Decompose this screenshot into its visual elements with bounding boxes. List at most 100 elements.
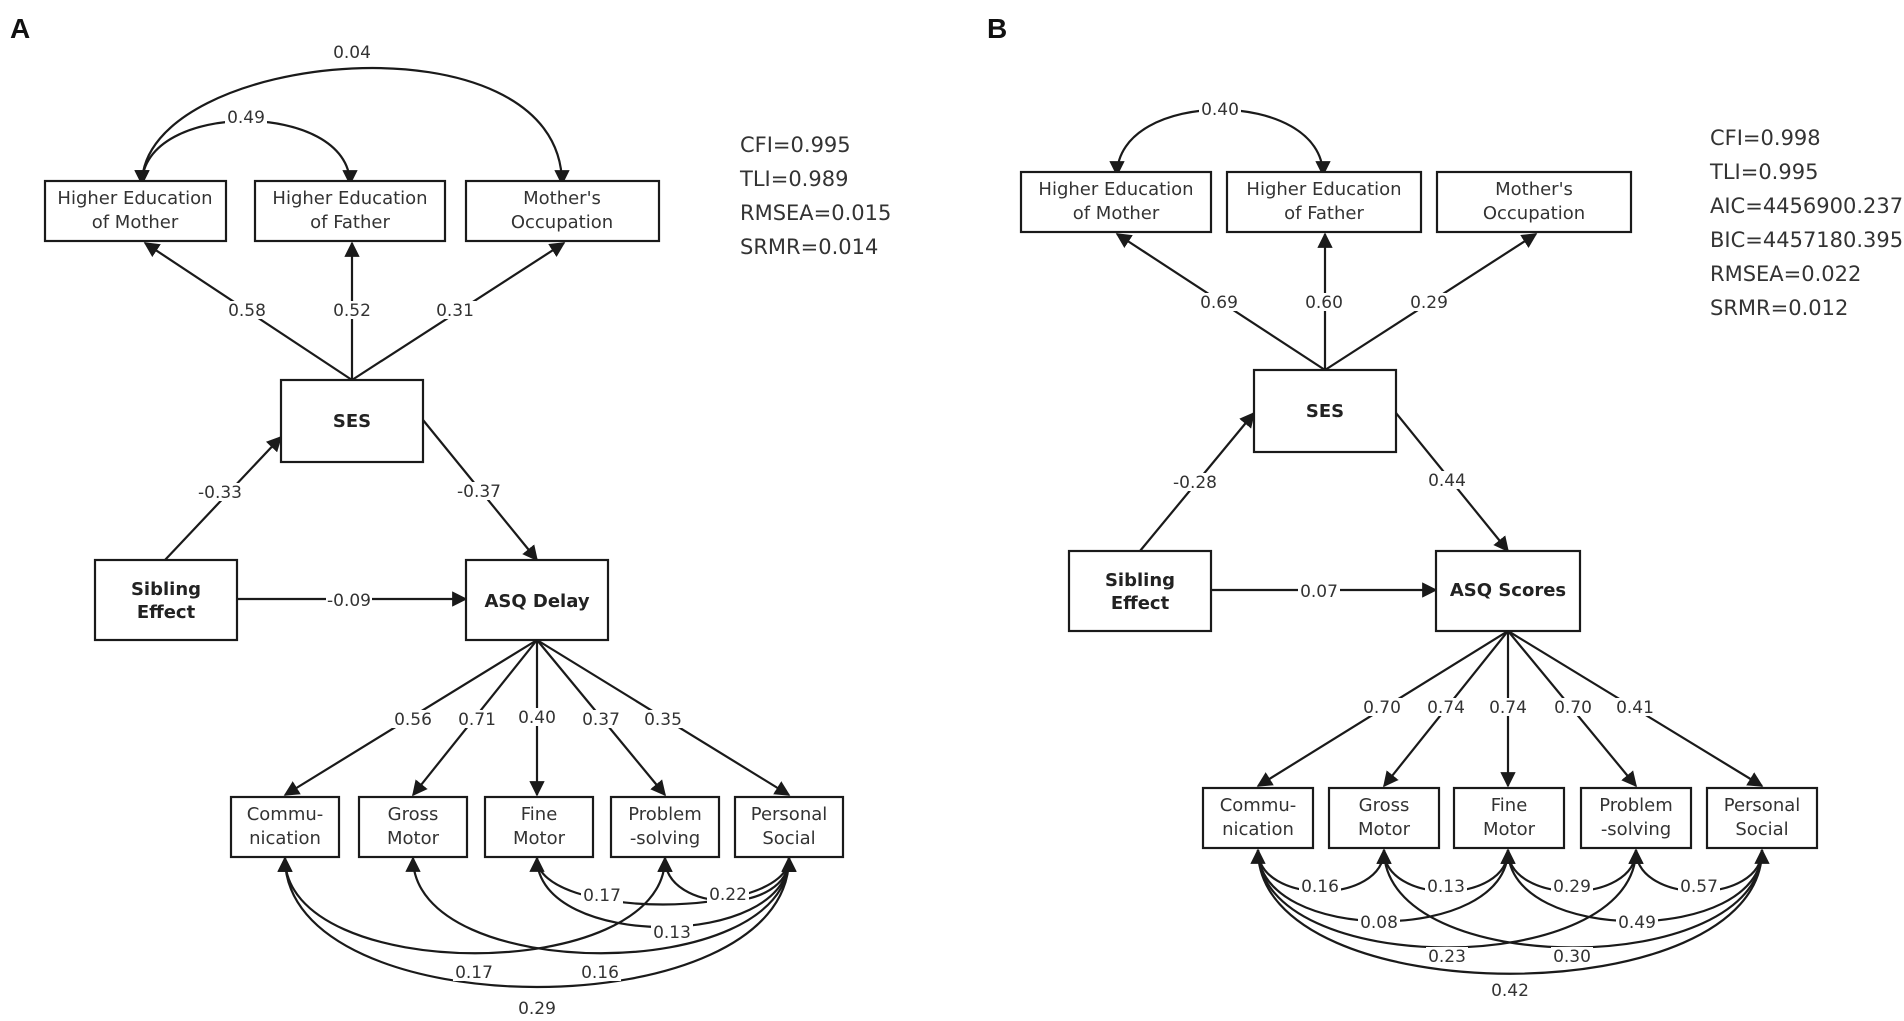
loading-father-edu-label: 0.52 (333, 301, 371, 321)
fit-index-bic: BIC=4457180.395 (1710, 228, 1903, 252)
loading-communication-label: 0.56 (394, 710, 432, 730)
label-bg (516, 999, 558, 1017)
label-bg (392, 710, 434, 728)
node-label: Problem (628, 804, 702, 825)
cov-communication-problem-label: 0.23 (1428, 947, 1466, 967)
node-label: Social (762, 828, 815, 849)
label-bg (1489, 981, 1531, 999)
loading-communication-label: 0.70 (1363, 698, 1401, 718)
node-label: nication (1222, 819, 1294, 840)
label-bg (1298, 582, 1340, 600)
node-ses (1252, 368, 1398, 454)
fit-index-cfi: CFI=0.998 (1710, 126, 1821, 150)
loading-gross-label: 0.71 (458, 710, 496, 730)
node-label: Motor (1483, 819, 1536, 840)
loading-occupation-label: 0.29 (1410, 293, 1448, 313)
node-higher-education-father (253, 179, 447, 243)
fit-index-srmr: SRMR=0.012 (1710, 296, 1848, 320)
cov-fine-problem-label: 0.29 (1553, 877, 1591, 897)
node-label: Personal (751, 804, 828, 825)
label-bg (1552, 698, 1594, 716)
node-label: ASQ Delay (484, 591, 589, 612)
node-label: Gross (1359, 795, 1410, 816)
node-label: of Father (310, 212, 390, 233)
node-label: Mother's (523, 188, 601, 209)
node-label: Gross (388, 804, 439, 825)
label-bg (1299, 877, 1341, 895)
label-bg (642, 710, 684, 728)
path-sibling-asq-label: 0.07 (1300, 582, 1338, 602)
label-bg (1199, 100, 1241, 118)
node-label: Problem (1599, 795, 1673, 816)
cov-gross-personal-arc (405, 856, 797, 955)
label-bg (225, 108, 267, 126)
node-label: Higher Education (57, 188, 212, 209)
label-bg (1361, 698, 1403, 716)
label-bg (1551, 947, 1593, 965)
panel-a: A 0.04 0.49 Higher Education of Mother H… (10, 13, 891, 1019)
node-label: -solving (630, 828, 700, 849)
loading-mother-edu-label: 0.58 (228, 301, 266, 321)
label-bg (1198, 293, 1240, 311)
node-label: Commu- (247, 804, 324, 825)
label-bg (331, 43, 373, 61)
node-label: -solving (1601, 819, 1671, 840)
panel-b: B 0.40 Higher Education of Mother Higher… (987, 13, 1903, 1001)
node-mothers-occupation (1435, 170, 1633, 234)
label-bg (1408, 293, 1450, 311)
loading-occupation-label: 0.31 (436, 301, 474, 321)
node-gross-motor (1327, 786, 1441, 850)
cov-communication-personal-arc (1256, 849, 1764, 975)
node-personal-social (1705, 786, 1819, 850)
label-bg (1426, 947, 1468, 965)
cov-gross-personal-label: 0.16 (581, 963, 619, 983)
node-label: Effect (137, 602, 196, 623)
label-bg (581, 886, 623, 904)
fit-index-tli: TLI=0.995 (1709, 160, 1818, 184)
path-sibling-ses-label: -0.33 (198, 483, 242, 503)
label-bg (651, 923, 693, 941)
cov-communication-problem-label: 0.17 (455, 963, 493, 983)
loading-personal-label: 0.41 (1616, 698, 1654, 718)
label-bg (1426, 471, 1468, 489)
cov-fine-personal-label: 0.17 (583, 886, 621, 906)
node-label: Social (1735, 819, 1788, 840)
node-label: Fine (1491, 795, 1528, 816)
node-label: Occupation (1483, 203, 1585, 224)
loading-personal-label: 0.35 (644, 710, 682, 730)
label-bg (1614, 698, 1656, 716)
label-bg (579, 963, 621, 981)
node-label: Motor (1358, 819, 1411, 840)
node-gross-motor (357, 795, 469, 859)
panel-a-letter: A (10, 13, 30, 44)
node-label: Commu- (1220, 795, 1297, 816)
cov-communication-personal-label: 0.42 (1491, 981, 1529, 1001)
label-bg (453, 963, 495, 981)
node-higher-education-father (1225, 170, 1423, 234)
path-sibling-asq-label: -0.09 (327, 591, 371, 611)
cov-mother-occupation-label: 0.04 (333, 43, 371, 63)
loading-gross-label: 0.74 (1427, 698, 1465, 718)
cov-problem-personal-label: 0.22 (709, 885, 747, 905)
cov-mother-occupation-arc (134, 66, 570, 186)
label-bg (197, 483, 243, 501)
cov-gross-personal-label: 0.30 (1553, 947, 1591, 967)
node-higher-education-mother (43, 179, 228, 243)
label-bg (1303, 293, 1345, 311)
label-bg (1358, 913, 1400, 931)
node-higher-education-mother (1019, 170, 1213, 234)
cov-problem-personal-label: 0.57 (1680, 877, 1718, 897)
label-bg (456, 710, 498, 728)
node-label: Occupation (511, 212, 613, 233)
node-label: Higher Education (272, 188, 427, 209)
node-personal-social (733, 795, 845, 859)
node-problem-solving (1579, 786, 1693, 850)
cov-mother-father-label: 0.49 (227, 108, 265, 128)
fit-index-aic: AIC=4456900.237 (1710, 194, 1903, 218)
node-label: Motor (387, 828, 440, 849)
cov-fine-personal-arc (529, 856, 797, 906)
node-asq-scores (1434, 549, 1582, 633)
node-label: Effect (1111, 593, 1170, 614)
label-bg (1172, 473, 1218, 491)
label-bg (1425, 698, 1467, 716)
